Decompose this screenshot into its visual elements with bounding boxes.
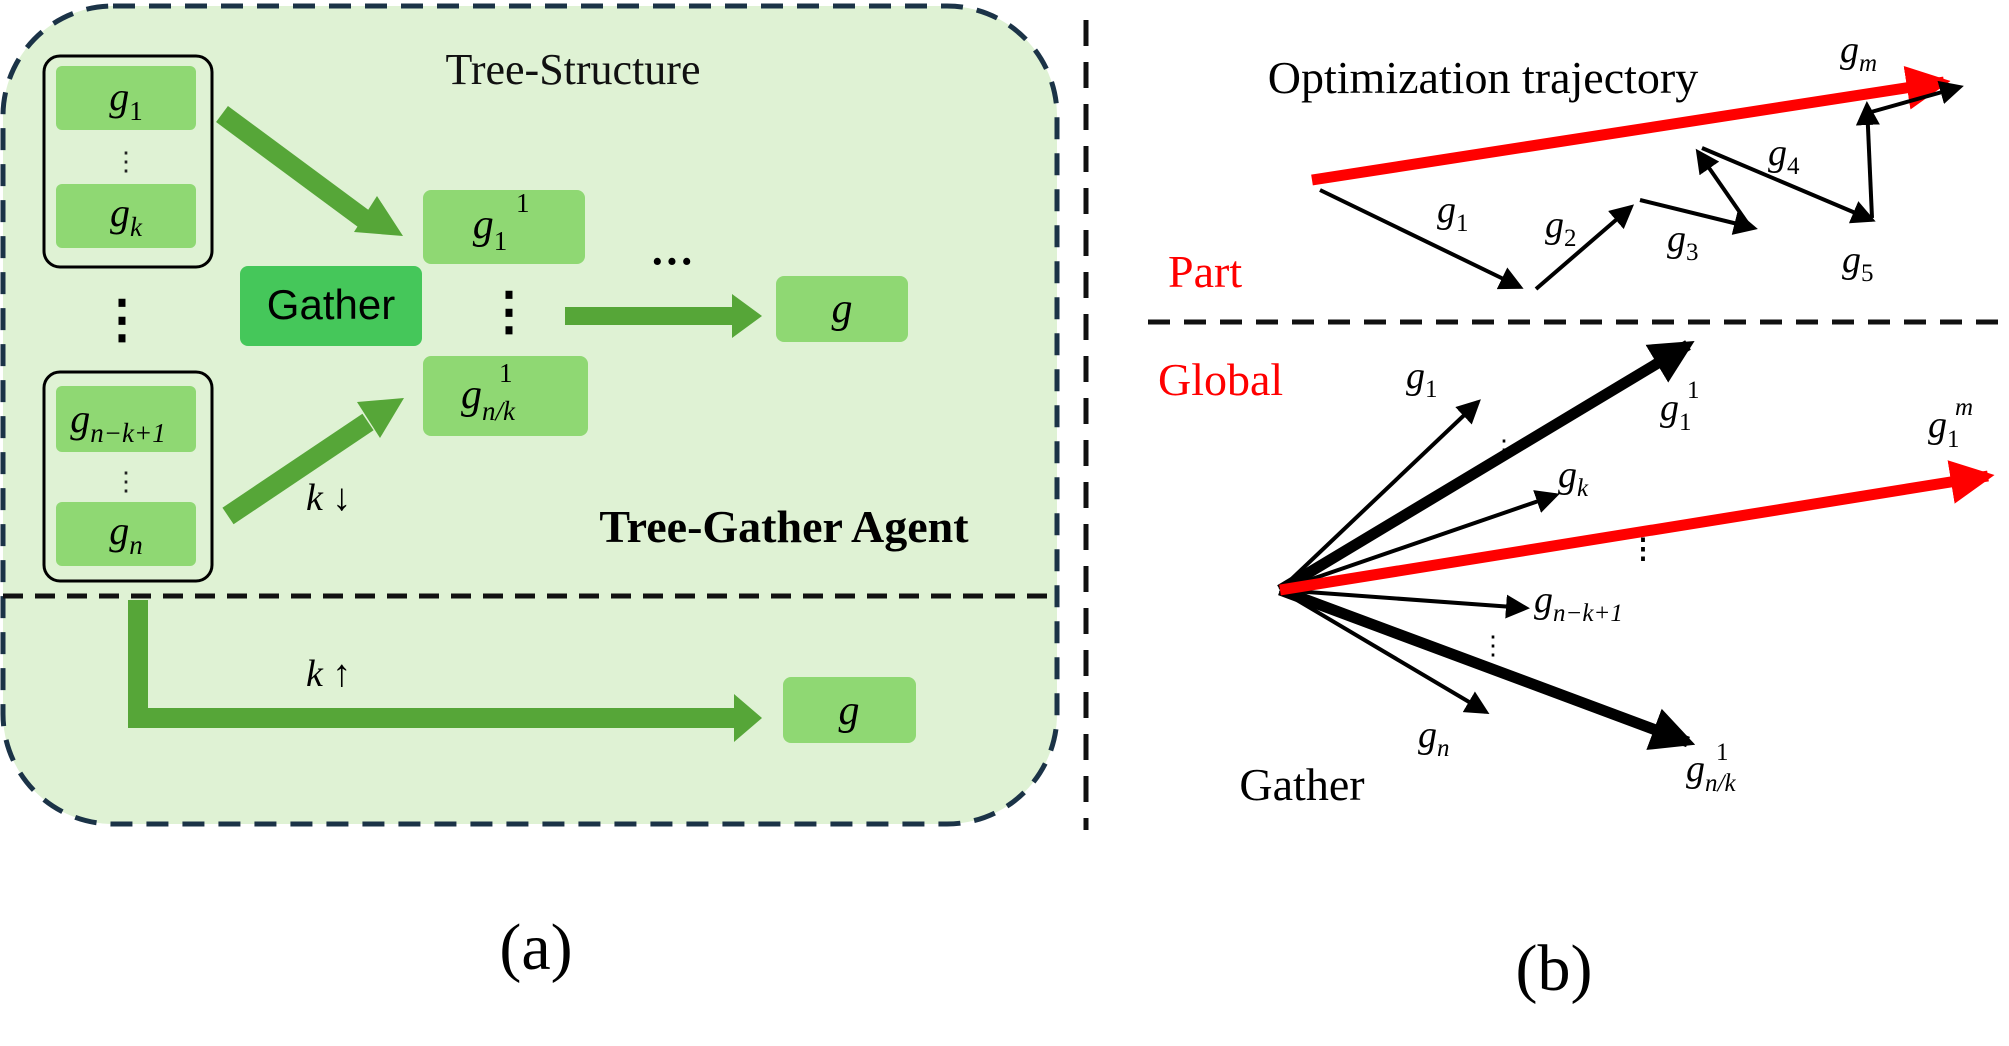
group-box-bottom (42, 370, 214, 583)
fan-dots-1: ⋮ (1491, 435, 1517, 464)
box-g1-1 (423, 190, 585, 264)
fan-dots-2: ⋮ (1629, 534, 1657, 565)
gather-box (240, 266, 422, 346)
traj-g5: g5 (1842, 239, 1874, 287)
fan-g1m-sup: m (1955, 394, 1973, 421)
fan-g11: g1 (1660, 387, 1692, 436)
label-g1-1: g1 (473, 202, 508, 256)
label-gn-k-1: gn−k+1 (70, 396, 165, 448)
dots-horizontal: ··· (650, 237, 694, 286)
traj-gm: gm (1840, 29, 1877, 77)
fan-g1: g1 (1406, 355, 1438, 403)
traj-g2: g2 (1545, 204, 1577, 252)
box-g-bottom (783, 677, 916, 743)
arrow-bottom-head (357, 398, 404, 438)
agent-label: Tree-Gather Agent (599, 501, 969, 552)
gather-label: Gather (267, 281, 395, 328)
arrow-bottom-l (128, 600, 738, 728)
red-arrow-gm (1311, 65, 1951, 186)
fan-gnk-sup: 1 (1716, 739, 1729, 766)
group-box-top (42, 54, 214, 269)
red-arrow-g1m (1279, 460, 1995, 596)
k-down-label: k ↓ (306, 477, 351, 519)
fan-gk: gk (1558, 454, 1589, 502)
label-gn: gn (109, 508, 143, 560)
fan-g11-sup: 1 (1687, 377, 1700, 404)
panel-a: Tree-Structure g1 ⋮ gk ⋮ gn−k+1 ⋮ gn Gat… (0, 3, 1060, 984)
arrow-top-to-level1 (216, 105, 374, 231)
fan-gnk1: gn−k+1 (1534, 579, 1623, 627)
dots-vertical-left: ⋮ (96, 292, 148, 349)
arrow-bottom-to-level1 (222, 413, 374, 525)
label-gnk-1-sup: 1 (499, 358, 513, 388)
arrow-to-g-top-head (732, 294, 762, 338)
box-gnk-1 (423, 356, 588, 436)
fan-gnk: gn/k (1686, 748, 1736, 797)
dots-vertical-mid: ⋮ (483, 284, 535, 341)
gather-text-b: Gather (1239, 759, 1364, 810)
label-g-top: g (832, 286, 853, 332)
caption-a: (a) (499, 911, 572, 984)
fan-dots-3: ⋮ (1480, 631, 1506, 660)
dots-vertical-small: ⋮ (113, 147, 139, 176)
label-g1-1-sup: 1 (516, 188, 530, 218)
label-g-bottom: g (839, 688, 860, 734)
k-up-label: k ↑ (306, 653, 351, 695)
label-gnk-1: gn/k (461, 372, 516, 426)
dots-vertical-small-2: ⋮ (113, 467, 139, 496)
fan-vectors (1277, 340, 1696, 750)
traj-g3: g3 (1667, 218, 1699, 266)
arrow-top-head (354, 196, 403, 236)
box-gk (56, 184, 196, 248)
traj-g4: g4 (1768, 132, 1800, 180)
panel-b: Optimization trajectory g1 g2 g3 g4 g5 g… (1148, 29, 2000, 1005)
trajectory-title: Optimization trajectory (1268, 52, 1698, 103)
fan-g1m: g1 (1928, 404, 1960, 453)
tree-structure-title: Tree-Structure (446, 45, 701, 94)
fan-gn: gn (1418, 714, 1450, 762)
box-g-top (776, 276, 908, 342)
label-g1: g1 (109, 74, 143, 126)
global-label: Global (1158, 354, 1283, 405)
label-gk: gk (110, 190, 143, 242)
box-g1 (56, 66, 196, 130)
caption-b: (b) (1516, 932, 1593, 1005)
traj-g1: g1 (1437, 189, 1469, 237)
part-label: Part (1168, 246, 1242, 297)
box-gn (56, 502, 196, 566)
box-gn-k-1 (56, 386, 196, 452)
arrow-bottom-l-head (734, 694, 762, 742)
trajectory-path (1319, 80, 1964, 291)
